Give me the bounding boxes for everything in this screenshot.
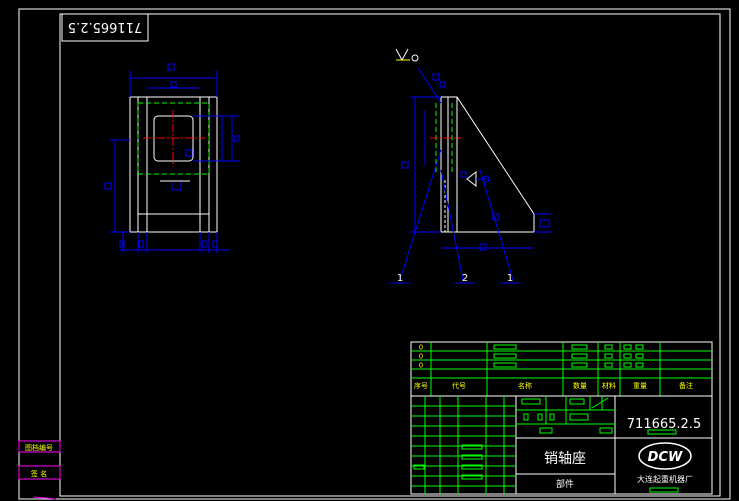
title-block: 711665.2.5 销轴座 部件 DCW 大连起重机器厂 <box>410 395 713 495</box>
company-logo-text: DCW <box>648 450 683 465</box>
balloon-1: 1 <box>397 273 403 284</box>
balloon-2: 2 <box>462 273 468 284</box>
side-label-doc: 图档编号 <box>25 443 53 452</box>
rotated-code-text: 711665.2.5 <box>68 19 142 34</box>
drawing-number: 711665.2.5 <box>627 417 701 432</box>
parts-header-no: 序号 <box>414 381 428 390</box>
parts-header-remark: 备注 <box>679 381 693 390</box>
parts-header-material: 材料 <box>602 381 616 390</box>
side-stamp: 图档编号 签 名 <box>18 440 61 500</box>
outer-border <box>18 8 731 500</box>
parts-row-2-no: 0 <box>419 353 423 361</box>
balloon-3: 1 <box>507 273 513 284</box>
parts-header-code: 代号 <box>452 381 466 390</box>
parts-row-3-no: 0 <box>419 362 423 370</box>
company-logo-icon <box>638 442 692 470</box>
side-label-sign: 签 名 <box>31 469 47 478</box>
parts-header-name: 名称 <box>518 381 532 390</box>
parts-row-1-no: 0 <box>419 344 423 352</box>
inner-border <box>59 13 721 497</box>
company-name: 大连起重机器厂 <box>637 474 693 484</box>
side-view: 1 2 1 <box>390 48 552 284</box>
front-view <box>104 63 240 253</box>
code-box: 711665.2.5 <box>61 13 149 42</box>
parts-header-weight: 重量 <box>633 382 647 390</box>
parts-header-qty: 数量 <box>573 381 587 390</box>
part-type: 部件 <box>556 478 574 490</box>
parts-list: 0 0 0 序号 代号 名称 数量 材料 重量 备注 <box>410 341 713 397</box>
part-name: 销轴座 <box>544 451 586 467</box>
